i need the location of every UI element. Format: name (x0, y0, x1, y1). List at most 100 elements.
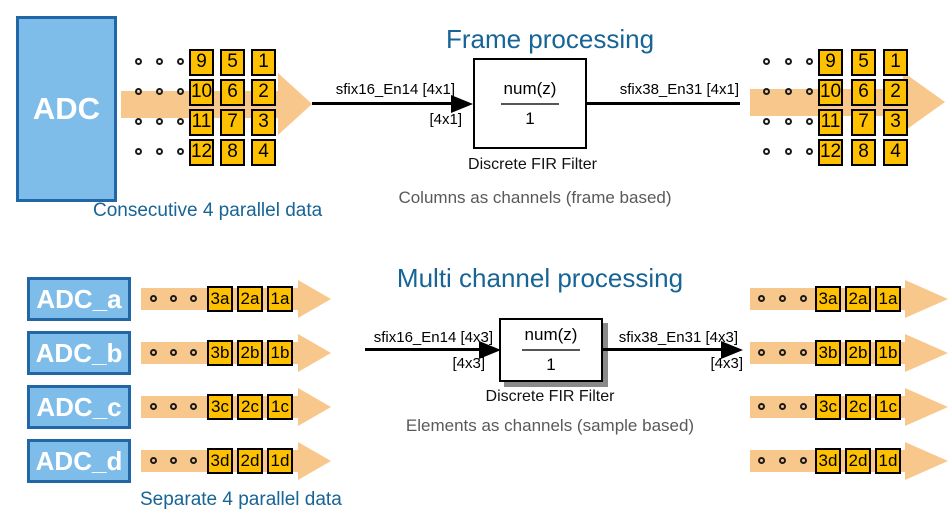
frame-data-cell: 11 (818, 108, 843, 136)
ellipsis-dot (156, 118, 163, 125)
frame-data-cell: 6 (220, 78, 245, 106)
fraction-line (501, 102, 559, 105)
multi-output-arrowhead-icon (721, 341, 743, 359)
multi-mode-caption: Elements as channels (sample based) (405, 416, 695, 435)
ellipsis-dot (150, 295, 157, 302)
multi-input-arrowhead-icon (479, 341, 501, 359)
multi-data-box: 3c (207, 394, 233, 420)
frame-data-cell: 5 (851, 48, 876, 76)
ellipsis-dot (806, 88, 813, 95)
multi-data-box: 3a (815, 286, 841, 312)
ellipsis-dot (763, 58, 770, 65)
ellipsis-dot (779, 403, 786, 410)
multi-data-box: 3a (207, 286, 233, 312)
multi-data-box: 1d (267, 448, 293, 474)
multi-output-signal-line (603, 348, 721, 351)
ellipsis-dot (763, 88, 770, 95)
frame-data-cell: 12 (189, 138, 214, 166)
ellipsis-dot (190, 457, 197, 464)
multi-data-box: 1a (875, 286, 901, 312)
multi-input-dims-label: [4x3] (452, 355, 485, 372)
multi-data-box: 3b (207, 340, 233, 366)
frame-output-signal-line (587, 102, 740, 105)
frame-data-cell: 5 (220, 48, 245, 76)
ellipsis-dot (758, 403, 765, 410)
ellipsis-dot (800, 457, 807, 464)
multi-right-flow-arrow-head (905, 334, 948, 372)
multi-data-box: 1b (875, 340, 901, 366)
multi-input-signal-label: sfix16_En14 [4x3] (373, 329, 493, 346)
adc-block-d: ADC_d (27, 439, 131, 483)
multi-left-flow-arrow-head (298, 334, 331, 372)
ellipsis-dot (177, 58, 184, 65)
ellipsis-dot (779, 349, 786, 356)
ellipsis-dot (779, 295, 786, 302)
multi-data-box: 3c (815, 394, 841, 420)
frame-data-cell: 3 (883, 108, 908, 136)
adc-block-c: ADC_c (27, 385, 131, 429)
frame-output-signal-label: sfix38_En31 [4x1] (619, 81, 739, 98)
discrete-fir-filter-block: num(z) 1 (499, 318, 603, 382)
multi-input-signal-line (365, 348, 479, 351)
ellipsis-dot (156, 88, 163, 95)
ellipsis-dot (135, 88, 142, 95)
ellipsis-dot (785, 148, 792, 155)
ellipsis-dot (785, 118, 792, 125)
multi-data-box: 2a (845, 286, 871, 312)
fir-numerator: num(z) (524, 325, 578, 344)
ellipsis-dot (806, 148, 813, 155)
ellipsis-dot (763, 148, 770, 155)
multi-data-box: 1c (875, 394, 901, 420)
frame-fir-filter-name: Discrete FIR Filter (468, 156, 597, 173)
frame-data-cell: 4 (883, 138, 908, 166)
multi-data-box: 3d (815, 448, 841, 474)
frame-data-cell: 3 (251, 108, 276, 136)
frame-input-signal-label: sfix16_En14 [4x1] (335, 81, 455, 98)
multi-data-box: 2b (237, 340, 263, 366)
multi-fir-filter-name: Discrete FIR Filter (485, 388, 615, 405)
frame-data-caption: Consecutive 4 parallel data (93, 200, 323, 221)
multi-data-box: 2d (845, 448, 871, 474)
discrete-fir-filter-block: num(z) 1 (473, 58, 587, 149)
frame-input-arrowhead-icon (451, 95, 473, 113)
ellipsis-dot (135, 58, 142, 65)
frame-data-cell: 9 (818, 48, 843, 76)
fir-denominator: 1 (546, 355, 556, 374)
frame-data-cell: 11 (189, 108, 214, 136)
frame-data-cell: 2 (251, 78, 276, 106)
multi-data-box: 3d (207, 448, 233, 474)
frame-data-cell: 4 (251, 138, 276, 166)
ellipsis-dot (758, 457, 765, 464)
frame-data-cell: 9 (189, 48, 214, 76)
multi-data-caption: Separate 4 parallel data (140, 489, 342, 510)
ellipsis-dot (800, 403, 807, 410)
ellipsis-dot (177, 148, 184, 155)
frame-processing-title: Frame processing (445, 24, 655, 54)
ellipsis-dot (156, 148, 163, 155)
multi-left-flow-arrow-head (298, 280, 331, 318)
ellipsis-dot (190, 403, 197, 410)
ellipsis-dot (135, 118, 142, 125)
adc-block-a: ADC_a (27, 277, 131, 321)
ellipsis-dot (177, 118, 184, 125)
ellipsis-dot (135, 148, 142, 155)
fir-numerator: num(z) (503, 78, 557, 98)
adc-block: ADC (16, 16, 117, 202)
frame-data-cell: 1 (883, 48, 908, 76)
multi-data-box: 2b (845, 340, 871, 366)
multi-left-flow-arrow-head (298, 442, 331, 480)
multi-channel-title: Multi channel processing (396, 263, 684, 293)
frame-data-cell: 1 (251, 48, 276, 76)
multi-output-signal-label: sfix38_En31 [4x3] (618, 329, 738, 346)
multi-data-box: 1b (267, 340, 293, 366)
ellipsis-dot (785, 58, 792, 65)
frame-data-cell: 8 (851, 138, 876, 166)
ellipsis-dot (800, 349, 807, 356)
ellipsis-dot (190, 295, 197, 302)
multi-data-box: 1c (267, 394, 293, 420)
multi-left-flow-arrow-head (298, 388, 331, 426)
ellipsis-dot (170, 349, 177, 356)
multi-output-dims-label: [4x3] (710, 355, 743, 372)
ellipsis-dot (763, 118, 770, 125)
